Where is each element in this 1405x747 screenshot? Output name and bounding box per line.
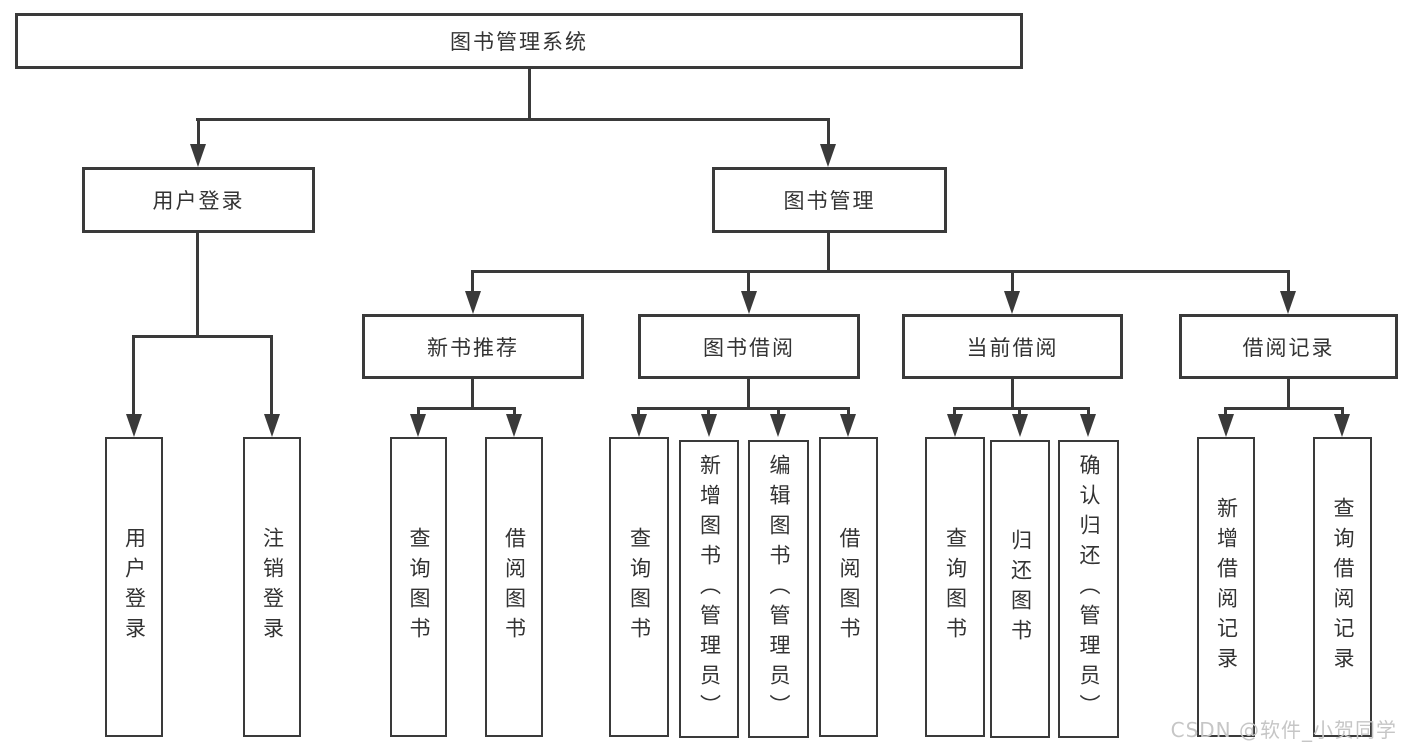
leaf-query-borrow-record: 查询借阅记录 [1313,437,1372,737]
connector-line [1224,407,1227,417]
node-label: 当前借阅 [966,335,1059,360]
node-label: 新书推荐 [427,335,519,360]
leaf-add-borrow-record: 新增借阅记录 [1197,437,1255,737]
leaf-label: 归还图书 [1008,529,1033,649]
arrowhead-down-icon [631,414,647,437]
leaf-label: 注销登录 [260,527,285,647]
node-user-login: 用户登录 [82,167,315,233]
csdn-watermark: CSDN @软件_小贺同学 [1170,718,1397,742]
connector-line [1018,407,1021,417]
leaf-label: 查询图书 [407,527,432,647]
arrowhead-down-icon [947,414,963,437]
leaf-return-books: 归还图书 [990,440,1050,738]
node-book-management: 图书管理 [712,167,947,233]
connector-line [827,233,830,272]
leaf-borrow-books-recommend: 借阅图书 [485,437,543,737]
arrowhead-down-icon [701,414,717,437]
connector-line [417,407,516,410]
connector-line [471,270,474,294]
connector-line [1224,407,1344,410]
leaf-edit-books-admin: 编辑图书（管理员） [748,440,809,738]
arrowhead-down-icon [506,414,522,437]
leaf-label: 查询图书 [943,527,968,647]
arrowhead-down-icon [465,291,481,314]
arrowhead-down-icon [1280,291,1296,314]
node-library-management-system: 图书管理系统 [15,13,1023,69]
connector-line [747,379,750,409]
connector-line [707,407,710,417]
connector-line [528,69,531,120]
node-book-borrowing: 图书借阅 [638,314,860,379]
leaf-label: 确认归还（管理员） [1077,454,1102,724]
leaf-label: 查询借阅记录 [1331,497,1356,677]
connector-line [953,407,1090,410]
node-current-borrowing: 当前借阅 [902,314,1123,379]
connector-line [1341,407,1344,417]
leaf-confirm-return-admin: 确认归还（管理员） [1058,440,1119,738]
connector-line [827,118,830,147]
node-label: 图书管理 [783,189,876,213]
leaf-label: 借阅图书 [502,527,527,647]
leaf-query-books-current: 查询图书 [925,437,985,737]
connector-line [471,270,1290,273]
leaf-label: 新增借阅记录 [1214,497,1239,677]
leaf-logout: 注销登录 [243,437,301,737]
connector-line [637,407,640,417]
connector-line [1287,379,1290,409]
leaf-user-login: 用户登录 [105,437,163,737]
node-label: 图书借阅 [703,335,795,360]
node-label: 图书管理系统 [450,30,588,54]
leaf-query-books-borrow: 查询图书 [609,437,669,737]
connector-line [1087,407,1090,417]
leaf-add-books-admin: 新增图书（管理员） [679,440,739,738]
arrowhead-down-icon [840,414,856,437]
arrowhead-down-icon [1080,414,1096,437]
connector-line [270,335,273,416]
connector-line [132,335,135,416]
leaf-query-books-recommend: 查询图书 [390,437,447,737]
leaf-label: 借阅图书 [837,527,862,647]
arrowhead-down-icon [1334,414,1350,437]
arrowhead-down-icon [741,291,757,314]
arrowhead-down-icon [1004,291,1020,314]
node-label: 借阅记录 [1242,335,1335,360]
connector-line [1011,270,1014,294]
arrowhead-down-icon [190,144,206,167]
connector-line [637,407,850,410]
connector-line [471,379,474,409]
arrowhead-down-icon [1218,414,1234,437]
connector-line [196,233,199,337]
connector-line [1287,270,1290,294]
connector-line [953,407,956,417]
arrowhead-down-icon [126,414,142,437]
connector-line [417,407,420,417]
node-new-book-recommend: 新书推荐 [362,314,584,379]
connector-line [197,118,200,147]
arrowhead-down-icon [820,144,836,167]
arrowhead-down-icon [410,414,426,437]
leaf-label: 用户登录 [122,527,147,647]
node-label: 用户登录 [152,189,245,213]
connector-line [132,335,273,338]
leaf-borrow-books: 借阅图书 [819,437,878,737]
connector-line [196,118,830,121]
leaf-label: 新增图书（管理员） [697,454,722,724]
node-borrowing-records: 借阅记录 [1179,314,1398,379]
leaf-label: 编辑图书（管理员） [767,454,792,724]
connector-line [777,407,780,417]
connector-line [513,407,516,417]
connector-line [747,270,750,294]
arrowhead-down-icon [770,414,786,437]
arrowhead-down-icon [264,414,280,437]
leaf-label: 查询图书 [627,527,652,647]
arrowhead-down-icon [1012,414,1028,437]
connector-line [847,407,850,417]
connector-line [1011,379,1014,409]
